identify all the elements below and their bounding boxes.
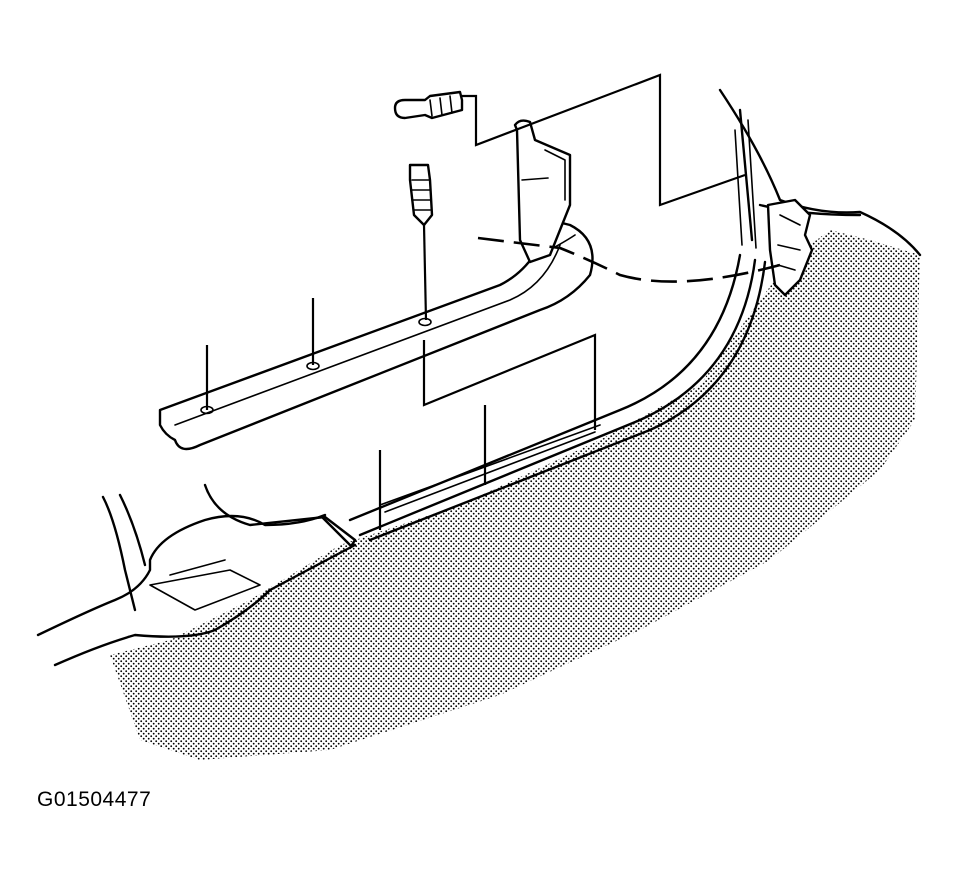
sill-plate-mounting-holes xyxy=(200,317,432,415)
alignment-dashed-line xyxy=(477,236,781,283)
floor-carpet-area xyxy=(110,230,920,760)
body-sill-rocker-panel xyxy=(348,253,767,542)
figure-id-label: G01504477 xyxy=(37,788,152,811)
push-pin-fastener xyxy=(393,90,464,120)
front-body-contour xyxy=(36,483,357,667)
leader-lines xyxy=(205,73,746,530)
pillar-trim-bracket xyxy=(513,119,572,264)
screw-fastener xyxy=(408,163,434,227)
door-pillar xyxy=(718,88,922,257)
